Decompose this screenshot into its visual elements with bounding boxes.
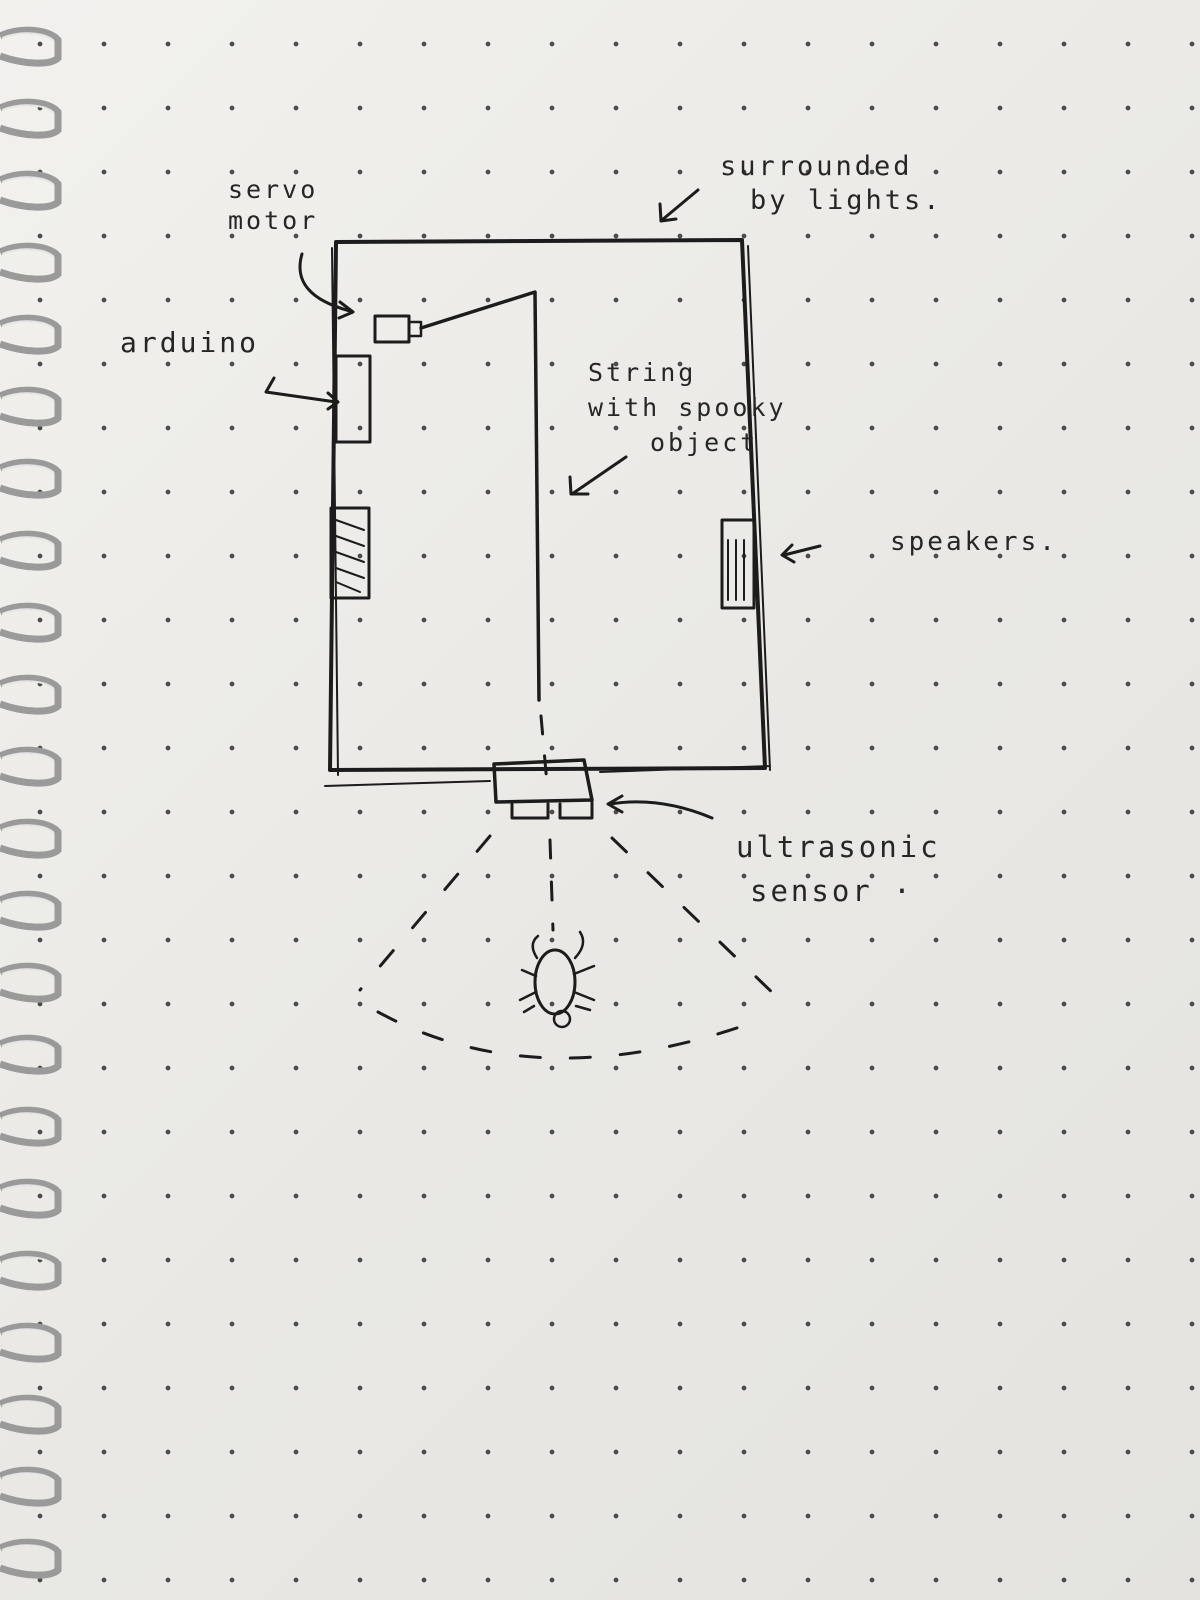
spiral-coil — [0, 386, 62, 427]
lights-arrow — [658, 188, 700, 223]
spiral-coil — [0, 1106, 62, 1147]
spiral-coil — [0, 962, 62, 1003]
spiral-coil-highlight — [1, 1256, 55, 1266]
string-arrow — [568, 455, 628, 496]
spiral-coil-highlight — [1, 104, 55, 114]
spiral-coil — [0, 1034, 62, 1075]
spiral-coil-highlight — [1, 752, 55, 762]
spiral-coil — [0, 314, 62, 355]
spiral-binding — [0, 26, 62, 1579]
spiral-coil-highlight — [1, 680, 55, 690]
spiral-coil-highlight — [1, 32, 55, 42]
spiral-coil-highlight — [1, 608, 55, 618]
spiral-coil-highlight — [1, 1112, 55, 1122]
lights-label: surrounded by lights. — [720, 151, 943, 216]
spiral-coil-highlight — [1, 1184, 55, 1194]
spiral-coil — [0, 1322, 62, 1363]
servo-motor-label: servo motor — [228, 175, 319, 236]
spiral-coil-highlight — [1, 1040, 55, 1050]
spiral-coil-highlight — [1, 824, 55, 834]
spiral-coil — [0, 1466, 62, 1507]
spiral-coil — [0, 530, 62, 571]
servo-arrow — [298, 252, 355, 320]
spiral-coil — [0, 1250, 62, 1291]
arduino-arrow — [264, 376, 340, 411]
spiral-coil — [0, 818, 62, 859]
speakers-arrow — [780, 543, 822, 564]
speakers-label: speakers. — [890, 527, 1058, 557]
spiral-coil — [0, 602, 62, 643]
right-speaker-shape — [720, 518, 756, 610]
servo-motor-shape — [373, 314, 423, 344]
spiral-coil — [0, 26, 62, 67]
spiral-coil — [0, 170, 62, 211]
spiral-coil-highlight — [1, 968, 55, 978]
spiral-coil-highlight — [1, 1544, 55, 1554]
spiral-coil-highlight — [1, 320, 55, 330]
spiral-coil — [0, 890, 62, 931]
sensor-arrow — [606, 794, 714, 820]
arduino-label: arduino — [120, 326, 260, 359]
spiral-coil — [0, 242, 62, 283]
spiral-coil — [0, 98, 62, 139]
ultrasonic-sensor-shape — [492, 758, 594, 820]
spiral-coil-highlight — [1, 248, 55, 258]
spiral-coil-highlight — [1, 176, 55, 186]
ultrasonic-sensor-label: ultrasonic sensor · — [736, 830, 941, 908]
spiral-coil — [0, 674, 62, 715]
enclosure-box — [328, 238, 767, 772]
spiral-coil — [0, 1538, 62, 1579]
spiral-coil-highlight — [1, 536, 55, 546]
string-label: String with spooky object — [588, 358, 787, 457]
spiral-coil — [0, 458, 62, 499]
spiral-coil-highlight — [1, 896, 55, 906]
spider-drawing — [518, 930, 596, 1029]
left-speaker-shape — [329, 506, 371, 600]
spiral-coil — [0, 746, 62, 787]
detection-cone — [358, 834, 782, 1060]
spiral-coil — [0, 1178, 62, 1219]
arduino-shape — [334, 354, 372, 444]
string-line — [419, 290, 541, 702]
spiral-coil-highlight — [1, 392, 55, 402]
spiral-coil-highlight — [1, 1472, 55, 1482]
spiral-coil-highlight — [1, 464, 55, 474]
spiral-coil — [0, 1394, 62, 1435]
spiral-coil-highlight — [1, 1328, 55, 1338]
spiral-coil-highlight — [1, 1400, 55, 1410]
